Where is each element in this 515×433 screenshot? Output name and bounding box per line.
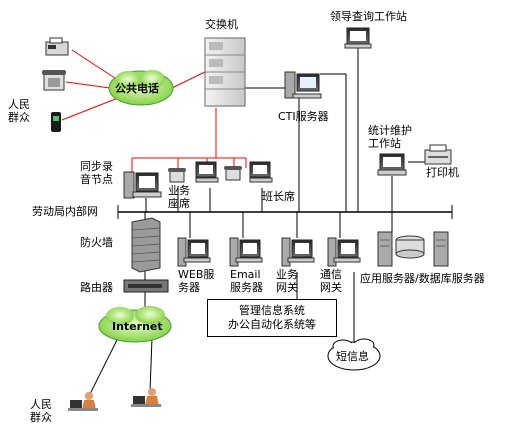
mis-note-box: 管理信息系统 办公自动化系统等 <box>207 299 337 337</box>
firewall-icon <box>131 217 161 273</box>
sync-recording-label: 同步录 音节点 <box>80 160 113 186</box>
email-server-label: Email 服务器 <box>230 268 263 294</box>
citizen-at-computer-icon <box>68 392 98 411</box>
web-server-label: WEB服 务器 <box>178 268 215 294</box>
sync-recording-pc-icon <box>123 171 162 199</box>
team-lead-phone-icon <box>224 166 242 181</box>
communication-gateway-icon <box>327 237 361 267</box>
printer-icon <box>424 144 452 165</box>
desk-phone-icon <box>42 70 66 91</box>
router-label: 路由器 <box>80 281 113 294</box>
mobile-phone-icon <box>51 112 61 132</box>
stats-workstation-label: 统计维护 工作站 <box>368 124 412 150</box>
citizens-top-label: 人民 群众 <box>8 98 30 124</box>
email-server-icon <box>229 237 263 267</box>
database-icon <box>395 235 425 259</box>
leader-workstation-icon <box>344 27 372 49</box>
stats-workstation-icon <box>377 153 407 176</box>
agent-seat-label: 业务 座席 <box>168 184 190 210</box>
agent-seat-pc-icon <box>195 161 219 183</box>
cti-server-label: CTI服务器 <box>278 110 329 123</box>
fax-icon <box>45 37 69 56</box>
leader-workstation-label: 领导查询工作站 <box>330 10 407 23</box>
cti-server-icon <box>284 71 322 99</box>
citizen-at-computer-icon-2 <box>131 388 161 407</box>
business-gateway-label: 业务 网关 <box>276 268 298 294</box>
switch-label: 交换机 <box>205 18 238 31</box>
router-icon <box>123 279 169 293</box>
mis-note-text: 管理信息系统 办公自动化系统等 <box>228 304 316 331</box>
agent-seat-phone-icon <box>168 168 186 183</box>
app-db-server-label: 应用服务器/数据库服务器 <box>360 272 485 285</box>
switch-icon <box>204 37 246 107</box>
web-server-icon <box>177 237 211 267</box>
team-lead-pc-icon <box>249 161 273 183</box>
citizens-bottom-label: 人民 群众 <box>30 398 52 424</box>
sms-label: 短信息 <box>336 350 369 363</box>
phone-links <box>61 49 247 172</box>
business-gateway-icon <box>281 237 315 267</box>
internet-label: Internet <box>112 320 163 333</box>
firewall-label: 防火墙 <box>80 236 113 249</box>
db-server-icon <box>433 231 449 267</box>
internet-cloud <box>98 306 172 343</box>
public-phone-label: 公共电话 <box>115 82 159 95</box>
app-server-icon <box>377 231 393 267</box>
network-lines <box>87 44 453 399</box>
printer-label: 打印机 <box>426 166 459 179</box>
team-lead-label: 班长席 <box>262 190 295 203</box>
intranet-label: 劳动局内部网 <box>32 205 98 218</box>
sms-cloud <box>327 338 381 371</box>
communication-gateway-label: 通信 网关 <box>320 268 342 294</box>
public-phone-cloud <box>108 70 174 106</box>
